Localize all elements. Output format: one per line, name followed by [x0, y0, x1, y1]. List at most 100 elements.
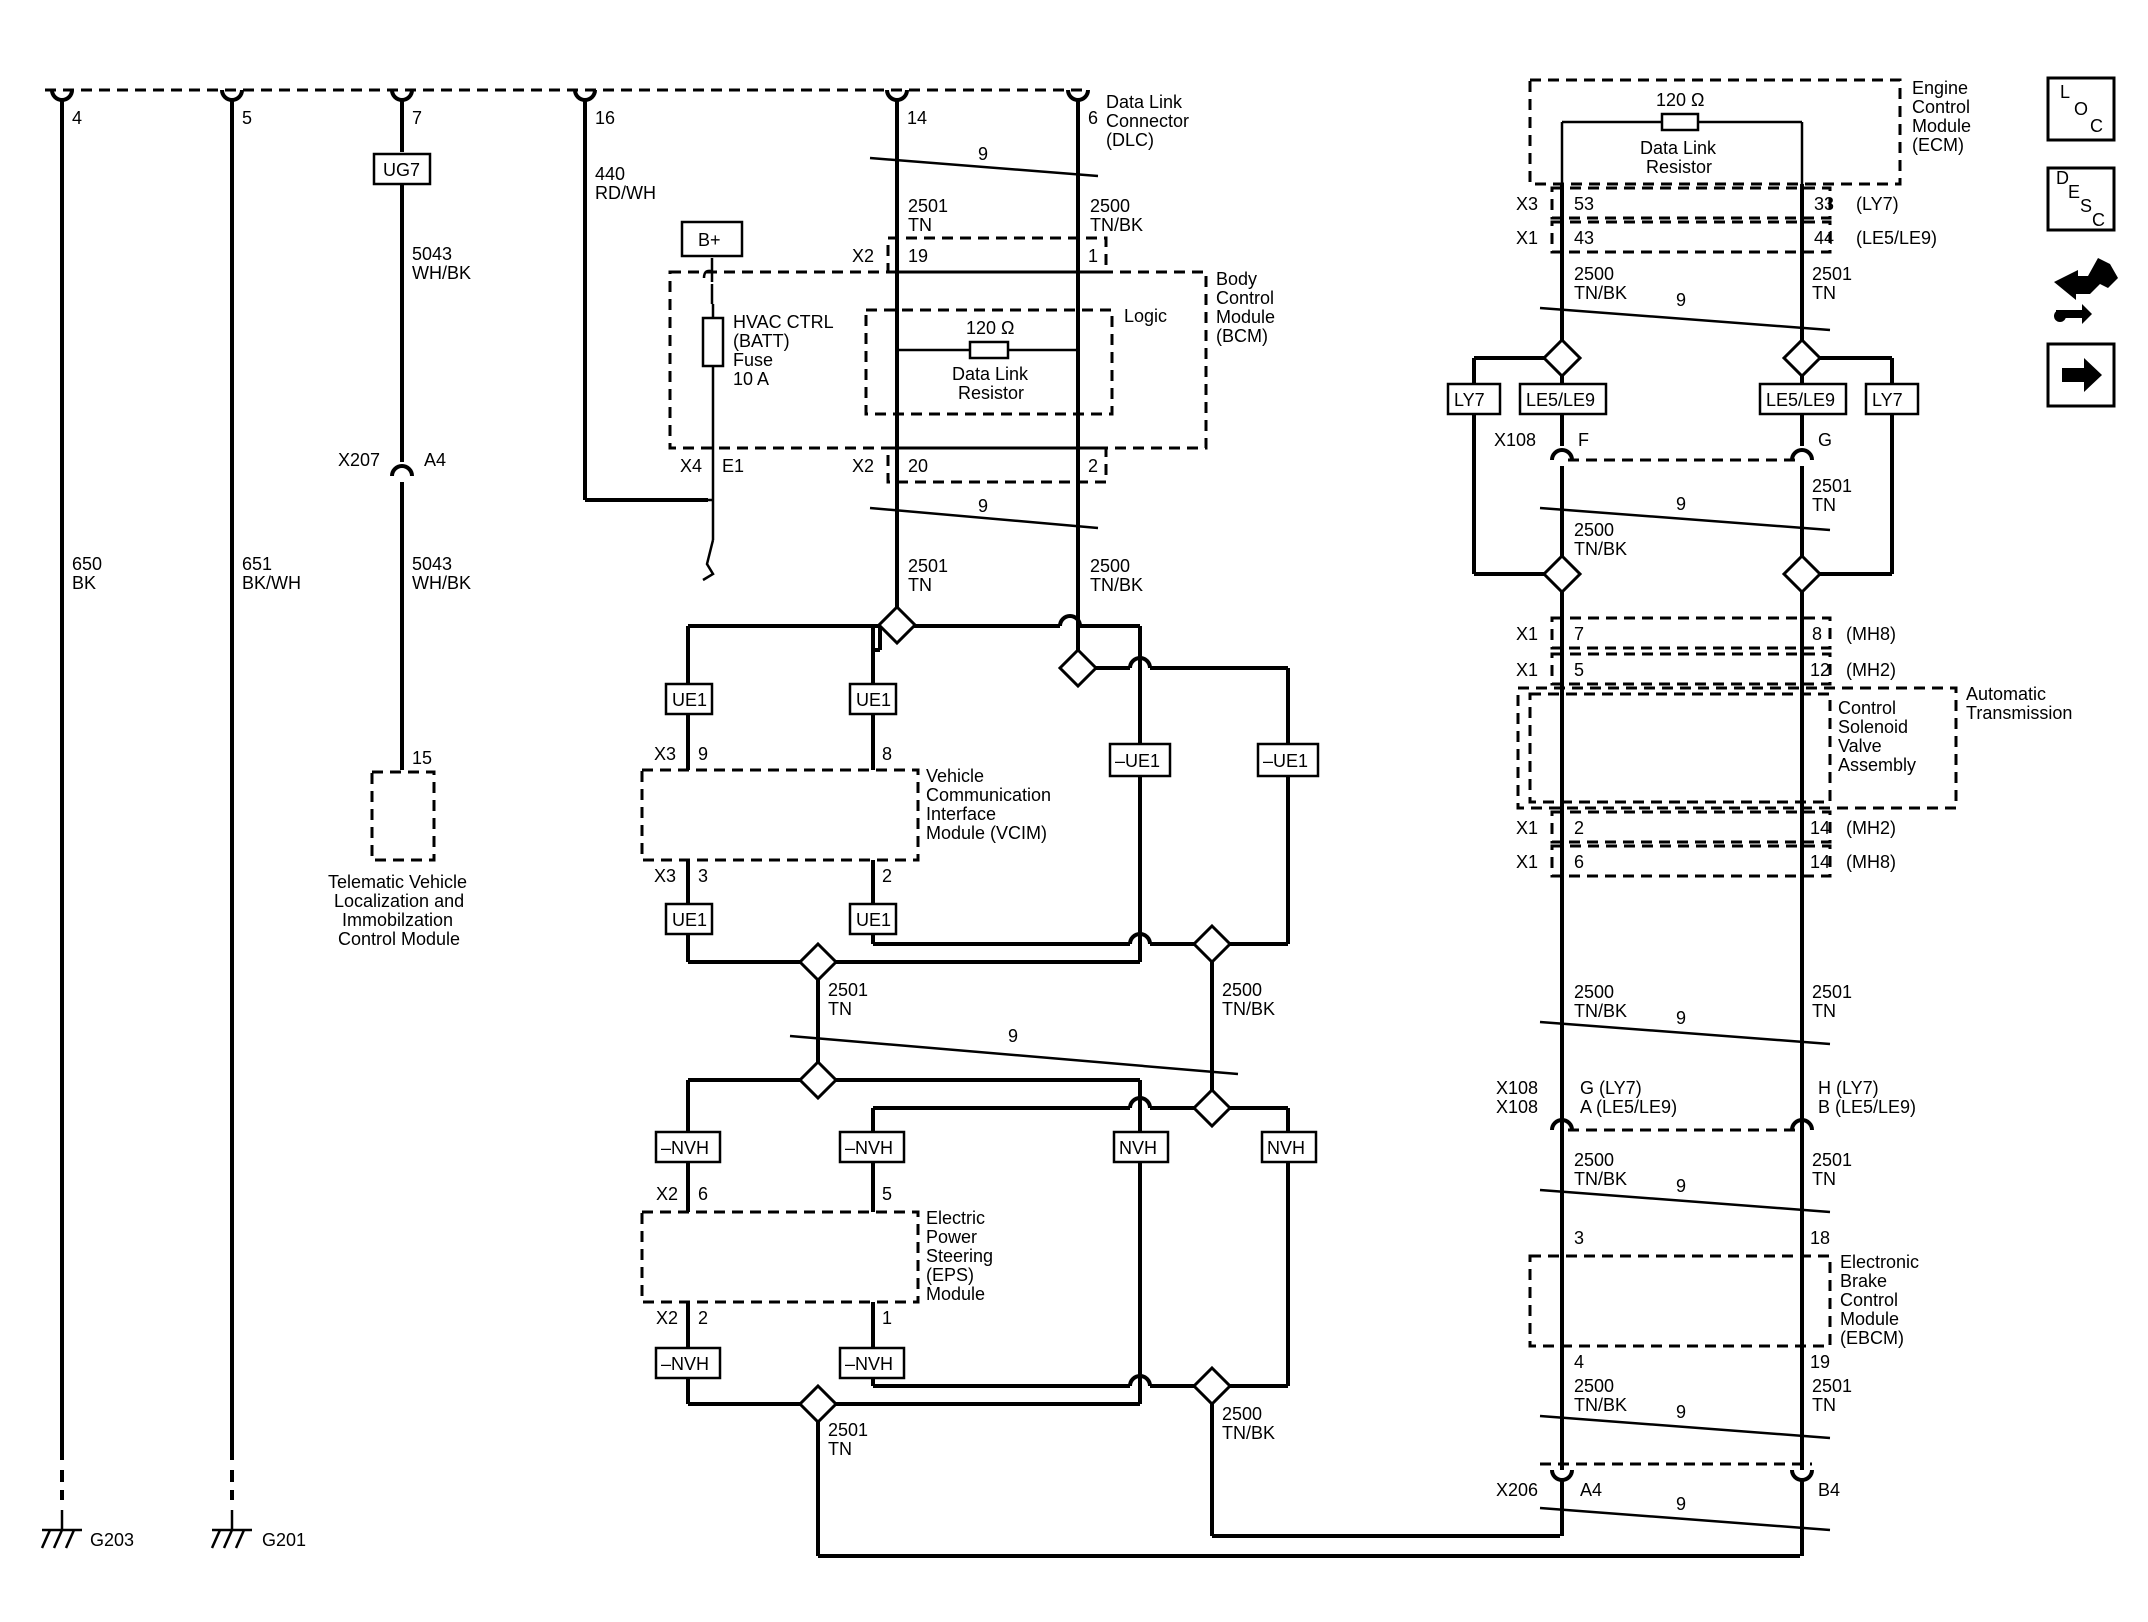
eps-box — [640, 1210, 920, 1304]
x108-tag-b-le5le9: B (LE5/LE9) — [1818, 1097, 1916, 1117]
bus-upper: 9 2501 TN 2500 TN/BK 9 2501 TN 2500 TN/B… — [869, 100, 1143, 650]
vcim-name-2: Communication — [926, 785, 1051, 805]
connector-x206: X206 — [1496, 1480, 1538, 1500]
dlc-pin-4: 4 — [72, 108, 82, 128]
dlc-connector: 4 5 7 16 14 6 Data Link Connector (DLC) — [45, 88, 1189, 150]
wire-ebcm-out-tn-color: TN — [1812, 1395, 1836, 1415]
fuse-name-4: 10 A — [733, 369, 769, 389]
bcm-logic-box — [864, 308, 1114, 416]
option-not-nvh-eps-6-label: –NVH — [661, 1138, 709, 1158]
ecm-resistor-icon — [1660, 112, 1700, 132]
twist-count-ebcm-out: 9 — [1676, 1402, 1686, 1422]
connector-x108-lower-1: X108 — [1496, 1078, 1538, 1098]
csva-name-4: Assembly — [1838, 755, 1916, 775]
wire-ebcm-in-tn-color: TN — [1812, 1169, 1836, 1189]
vcim-name-4: Module (VCIM) — [926, 823, 1047, 843]
wire-mid-tn-color: TN — [828, 999, 852, 1019]
ground-g201-label: G201 — [262, 1530, 306, 1550]
splice-eps-tnbk-lower — [1191, 1365, 1233, 1407]
option-not-nvh-eps-5-label: –NVH — [845, 1138, 893, 1158]
bcm-pin-19: 19 — [908, 246, 928, 266]
vcim-x3-top-label: X3 — [654, 744, 676, 764]
ebcm-pin-18: 18 — [1810, 1228, 1830, 1248]
bcm-resistor-label-1: Data Link — [952, 364, 1029, 384]
wire-eps-tnbk-number: 2500 — [1222, 1404, 1262, 1424]
option-ug7-label: UG7 — [383, 160, 420, 180]
bcm-name-1: Body — [1216, 269, 1257, 289]
bcm-section: 440 RD/WH B+ HVAC CTRL (BATT) Fuse 10 A … — [583, 100, 1275, 582]
eps-name-3: Steering — [926, 1246, 993, 1266]
nav-next-arrow-icon[interactable] — [2046, 342, 2116, 408]
tcm-pin-14-b: 14 — [1810, 852, 1830, 872]
eps-section: –NVH –NVH NVH NVH X2 6 5 Electric Power … — [640, 1059, 1800, 1558]
bcm-name-4: (BCM) — [1216, 326, 1268, 346]
wire-trans-tn-color: TN — [1812, 1001, 1836, 1021]
bcm-pin-1: 1 — [1088, 246, 1098, 266]
ecm-resistor-label-1: Data Link — [1640, 138, 1717, 158]
fuse-name-3: Fuse — [733, 350, 773, 370]
bcm-logic-label: Logic — [1124, 306, 1167, 326]
option-bplus — [680, 220, 744, 258]
wire-eps-tn-number: 2501 — [828, 1420, 868, 1440]
connector-x108-upper: X108 — [1494, 430, 1536, 450]
nav-desc-letter-s: S — [2080, 196, 2092, 216]
dlc-pin-14: 14 — [907, 108, 927, 128]
ebcm-section: X108 X108 G (LY7) A (LE5/LE9) H (LY7) B … — [1496, 1078, 1919, 1556]
bcm-x4-label: X4 — [680, 456, 702, 476]
tcm-x1-b-label: X1 — [1516, 660, 1538, 680]
wire-mid-tnbk-color: TN/BK — [1222, 999, 1275, 1019]
option-le5le9-right-label: LE5/LE9 — [1766, 390, 1835, 410]
fuse-name-2: (BATT) — [733, 331, 790, 351]
wire-651-color: BK/WH — [242, 573, 301, 593]
option-not-ue1-tn-label: –UE1 — [1115, 751, 1160, 771]
ecm-pin-53: 53 — [1574, 194, 1594, 214]
option-nvh-tn — [1112, 1130, 1170, 1164]
ecm-connector-x1 — [1550, 220, 1832, 254]
wire-bcm-tn-color: TN — [908, 575, 932, 595]
option-ue1-vcim-3-label: UE1 — [672, 910, 707, 930]
splice-ecm-lower-tnbk — [1541, 553, 1583, 595]
nav-desc-icon[interactable]: D E S C — [2046, 166, 2116, 232]
wire-ecm-tn-color: TN — [1812, 283, 1836, 303]
ebcm-name-5: (EBCM) — [1840, 1328, 1904, 1348]
pin-15: 15 — [412, 748, 432, 768]
twist-count-ebcm-in: 9 — [1676, 1176, 1686, 1196]
wire-651-number: 651 — [242, 554, 272, 574]
wire-dlc-tn-color: TN — [908, 215, 932, 235]
trans-name-1: Automatic — [1966, 684, 2046, 704]
telematic-circuit: UG7 5043 WH/BK X207 A4 5043 WH/BK 15 Tel… — [328, 100, 471, 949]
wire-440-number: 440 — [595, 164, 625, 184]
bcm-name-2: Control — [1216, 288, 1274, 308]
nav-loc-letter-l: L — [2060, 82, 2070, 102]
bcm-resistor-value: 120 Ω — [966, 318, 1015, 338]
splice-eps-tn-lower — [797, 1383, 839, 1425]
splice-eps-tnbk-upper — [1191, 1087, 1233, 1129]
twist-count-upper: 9 — [978, 144, 988, 164]
x108-tag-g-ly7: G (LY7) — [1580, 1078, 1642, 1098]
ecm-name-2: Control — [1912, 97, 1970, 117]
bcm-resistor-icon — [968, 340, 1010, 360]
tcm-tag-mh8-b: (MH8) — [1846, 852, 1896, 872]
ecm-connector-x3 — [1550, 186, 1832, 220]
tcm-pin-14-a: 14 — [1810, 818, 1830, 838]
telematic-name-1: Telematic Vehicle — [328, 872, 467, 892]
wire-trans-tn-number: 2501 — [1812, 982, 1852, 1002]
dlc-pin-7: 7 — [412, 108, 422, 128]
bcm-name-3: Module — [1216, 307, 1275, 327]
option-not-nvh-eps-6 — [654, 1130, 722, 1164]
ecm-pin-33: 33 — [1814, 194, 1834, 214]
wire-x108-tn-number: 2501 — [1812, 476, 1852, 496]
wire-ebcm-out-tn-number: 2501 — [1812, 1376, 1852, 1396]
nav-connector-tool-icon[interactable] — [2054, 258, 2118, 324]
connector-x206-pin-a4: A4 — [1580, 1480, 1602, 1500]
vcim-pin-3: 3 — [698, 866, 708, 886]
connector-x108-lower-2: X108 — [1496, 1097, 1538, 1117]
wire-dlc-tnbk-color: TN/BK — [1090, 215, 1143, 235]
fuse-name-1: HVAC CTRL — [733, 312, 834, 332]
nav-loc-icon[interactable]: L O C — [2046, 76, 2116, 142]
twist-count-trans: 9 — [1676, 1008, 1686, 1028]
transmission-inner-box — [1528, 692, 1832, 804]
wire-440-color: RD/WH — [595, 183, 656, 203]
tcm-x1-a-label: X1 — [1516, 624, 1538, 644]
wire-bcm-tn-number: 2501 — [908, 556, 948, 576]
